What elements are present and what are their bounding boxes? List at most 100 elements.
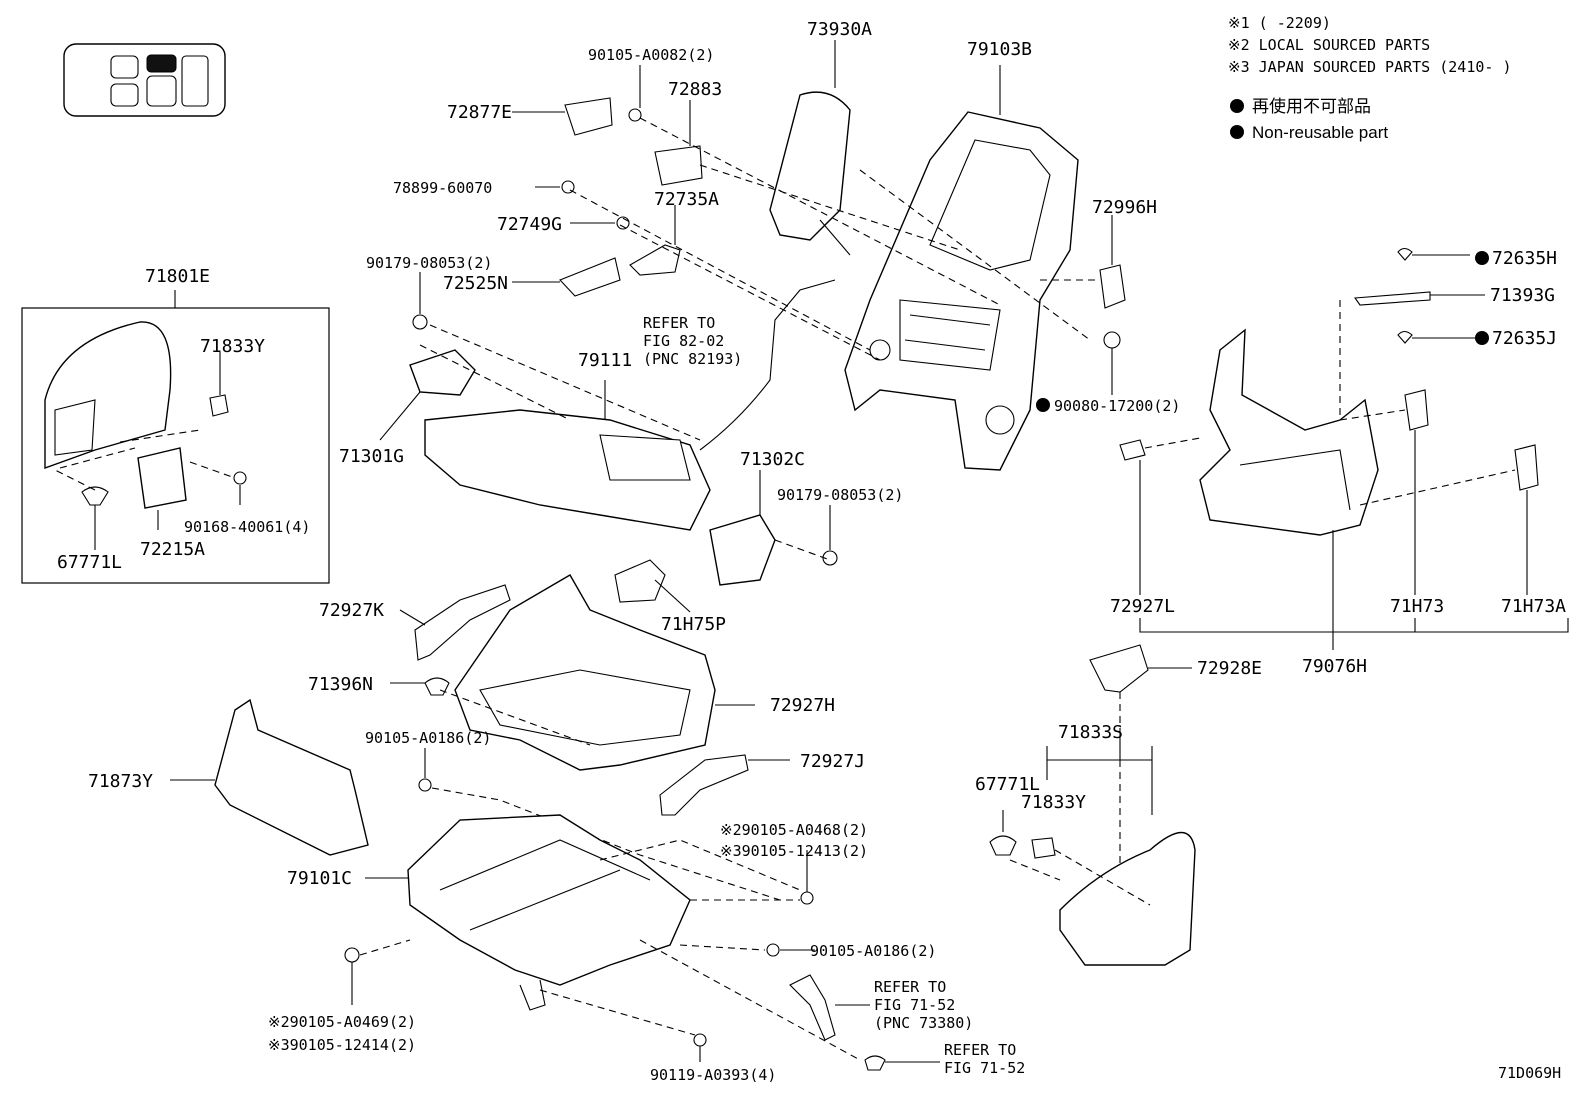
part-label: 79076H: [1302, 656, 1367, 677]
cushion-pan-part: [454, 574, 755, 771]
part-label: ※390105-12413(2): [720, 842, 868, 860]
reference-note: REFER TO: [874, 978, 946, 996]
part-label: 90119-A0393(4): [650, 1066, 776, 1084]
bolt-icon: [864, 1055, 886, 1071]
recliner-part: [409, 349, 476, 396]
part-label: 67771L: [57, 552, 122, 573]
part-label: 90105-A0186(2): [810, 942, 936, 960]
cover-part: [1089, 644, 1149, 693]
non-reusable-bullet-icon: [1230, 125, 1244, 139]
part-label: 72749G: [497, 214, 562, 235]
front-cover-part: [170, 698, 369, 856]
nut-icon: [1103, 331, 1121, 349]
bolt-icon: [418, 778, 432, 792]
bolt-icon: [693, 1033, 707, 1047]
legend-japanese: 再使用不可部品: [1252, 96, 1371, 116]
clip-part: [209, 394, 229, 417]
non-reusable-bullet-icon: [1036, 398, 1050, 412]
reference-note: REFER TO: [944, 1041, 1016, 1059]
part-label: 72996H: [1092, 197, 1157, 218]
reference-note: FIG 71-52: [874, 996, 955, 1014]
seat-belt-buckle-part: [789, 974, 836, 1041]
bracket-part: [137, 447, 187, 509]
clip-part: [1119, 439, 1146, 461]
recliner-part: [709, 514, 776, 586]
reference-note: FIG 82-02: [643, 332, 724, 350]
seat-position-icon: [63, 43, 226, 117]
clip-part: [81, 486, 109, 506]
clip-part: [1397, 330, 1413, 344]
part-label: 72927J: [800, 751, 865, 772]
seat-side-cover-part: [1059, 832, 1196, 966]
part-label: 72635H: [1492, 248, 1557, 269]
part-label: 72883: [668, 79, 722, 100]
part-label: 72927H: [770, 695, 835, 716]
knob-part: [1099, 264, 1126, 309]
nut-icon: [412, 314, 428, 330]
part-label: 79101C: [287, 868, 352, 889]
non-reusable-bullet-icon: [1475, 331, 1489, 345]
bolt-icon: [344, 947, 360, 963]
clip-part: [1031, 837, 1056, 859]
part-label: 71H75P: [661, 614, 726, 635]
cover-part: [559, 257, 621, 297]
part-label: 71396N: [308, 674, 373, 695]
part-label: 78899-60070: [393, 179, 492, 197]
clip-part: [1404, 389, 1429, 431]
part-label: 72525N: [443, 273, 508, 294]
bracket-part: [614, 559, 666, 603]
part-label: 73930A: [807, 19, 872, 40]
part-label: 72215A: [140, 539, 205, 560]
bolt-icon: [628, 108, 642, 122]
part-label: 90179-08053(2): [366, 254, 492, 272]
note-3: ※3 JAPAN SOURCED PARTS (2410- ): [1228, 58, 1512, 76]
cover-part: [564, 97, 613, 136]
seatback-frame-part: [844, 65, 1079, 471]
part-label: 79103B: [967, 39, 1032, 60]
cushion-frame-part: [424, 380, 711, 531]
bolt-icon: [800, 891, 814, 905]
non-reusable-bullet-icon: [1475, 251, 1489, 265]
trim-part: [659, 754, 749, 816]
trim-part: [414, 584, 511, 661]
note-2: ※2 LOCAL SOURCED PARTS: [1228, 36, 1430, 54]
part-label: 72927K: [319, 600, 384, 621]
part-label: 72928E: [1197, 658, 1262, 679]
part-label: 72877E: [447, 102, 512, 123]
part-label: 90105-A0186(2): [365, 729, 491, 747]
part-label: 71833Y: [200, 336, 265, 357]
part-label: 71302C: [740, 449, 805, 470]
part-label: ※390105-12414(2): [268, 1036, 416, 1054]
seatback-pad-part: [769, 40, 851, 256]
reference-note: (PNC 73380): [874, 1014, 973, 1032]
bolt-icon: [766, 943, 780, 957]
part-label: 90080-17200(2): [1054, 397, 1180, 415]
seat-shield-part: [1199, 328, 1379, 536]
part-label: 90168-40061(4): [184, 518, 310, 536]
strap-part: [1353, 291, 1431, 306]
bracket-part: [629, 244, 681, 276]
part-label: 71833S: [1058, 722, 1123, 743]
part-label: 71873Y: [88, 771, 153, 792]
part-label: 72927L: [1110, 596, 1175, 617]
part-label: 71H73: [1390, 596, 1444, 617]
clip-part: [1514, 444, 1539, 491]
part-label: 71801E: [145, 266, 210, 287]
part-label: 71H73A: [1501, 596, 1566, 617]
legend-english: Non-reusable part: [1252, 123, 1388, 142]
part-label: 71393G: [1490, 285, 1555, 306]
part-label: 67771L: [975, 774, 1040, 795]
clip-part: [989, 835, 1017, 856]
part-label: ※290105-A0469(2): [268, 1013, 416, 1031]
clip-part: [1397, 247, 1413, 261]
diagram-id: 71D069H: [1498, 1064, 1561, 1082]
seat-track-frame-part: [365, 814, 691, 1011]
part-label: 79111: [578, 350, 632, 371]
part-label: 90105-A0082(2): [588, 46, 714, 64]
part-label: 72635J: [1492, 328, 1557, 349]
reference-note: REFER TO: [643, 314, 715, 332]
part-label: ※290105-A0468(2): [720, 821, 868, 839]
non-reusable-bullet-icon: [1230, 99, 1244, 113]
reference-note: (PNC 82193): [643, 350, 742, 368]
